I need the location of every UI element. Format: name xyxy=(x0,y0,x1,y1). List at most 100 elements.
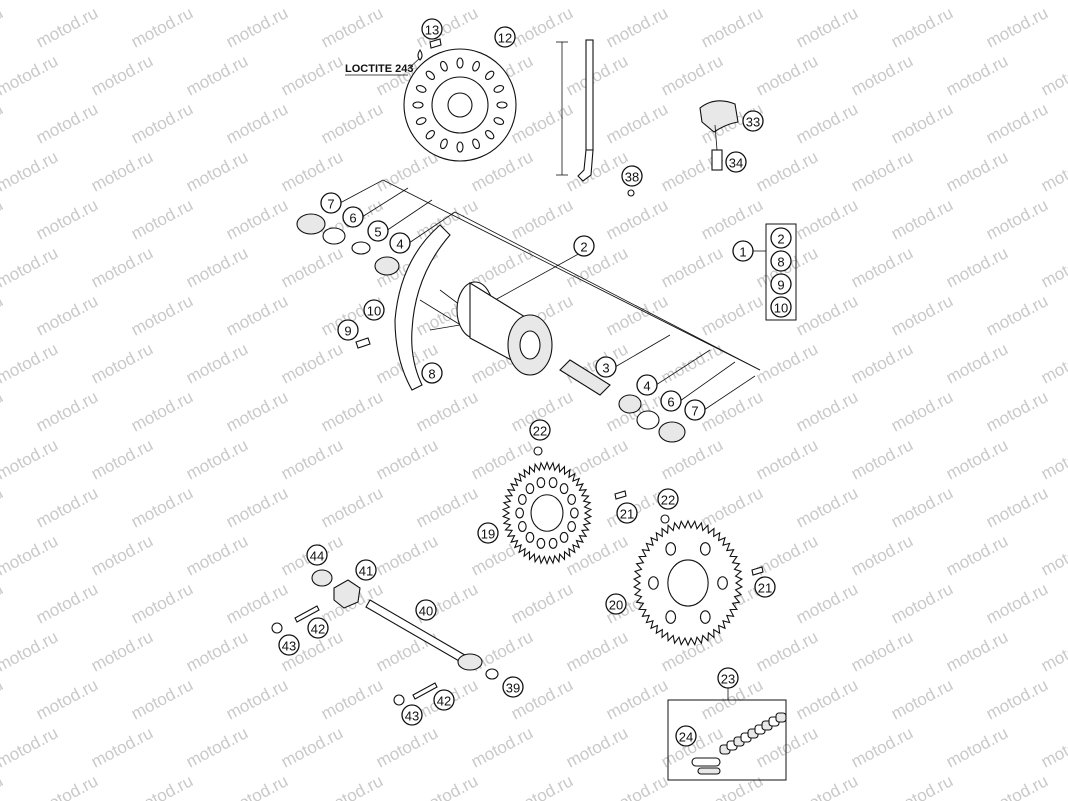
watermark-text: motod.ru xyxy=(33,771,101,801)
svg-text:43: 43 xyxy=(405,709,419,724)
callout-20: 20 xyxy=(605,593,627,615)
callout-41: 41 xyxy=(355,559,377,581)
svg-text:9: 9 xyxy=(777,278,784,293)
svg-text:10: 10 xyxy=(367,304,381,319)
watermark-text: motod.ru xyxy=(88,435,156,483)
watermark-text: motod.ru xyxy=(888,675,956,723)
watermark-text: motod.ru xyxy=(0,3,6,51)
loctite-leader xyxy=(407,57,421,70)
watermark-text: motod.ru xyxy=(888,771,956,801)
spacer-3 xyxy=(559,359,611,396)
watermark-text: motod.ru xyxy=(318,771,386,801)
watermark-text: motod.ru xyxy=(128,387,196,435)
svg-text:33: 33 xyxy=(746,115,760,130)
callout-42: 42 xyxy=(307,617,329,639)
watermark-text: motod.ru xyxy=(563,51,631,99)
watermark-text: motod.ru xyxy=(1038,0,1068,4)
watermark-text: motod.ru xyxy=(983,99,1051,147)
svg-text:13: 13 xyxy=(425,23,439,38)
watermark-text: motod.ru xyxy=(318,99,386,147)
watermark-text: motod.ru xyxy=(33,483,101,531)
watermark-text: motod.ru xyxy=(753,51,821,99)
chain-box xyxy=(667,699,787,781)
callout-22: 22 xyxy=(529,419,551,441)
watermark-text: motod.ru xyxy=(603,3,671,51)
callout-40: 40 xyxy=(415,599,437,621)
watermark-text: motod.ru xyxy=(278,147,346,195)
callout-8: 8 xyxy=(421,362,443,384)
watermark-text: motod.ru xyxy=(563,0,631,4)
rear-axle xyxy=(365,599,483,671)
svg-text:8: 8 xyxy=(777,255,784,270)
svg-text:22: 22 xyxy=(661,493,675,508)
watermark-text: motod.ru xyxy=(508,195,576,243)
watermark-text: motod.ru xyxy=(128,771,196,801)
locknut-43-bottom xyxy=(393,694,405,706)
watermark-text: motod.ru xyxy=(33,99,101,147)
watermark-text: motod.ru xyxy=(1038,339,1068,387)
watermark-text: motod.ru xyxy=(33,675,101,723)
watermark-text: motod.ru xyxy=(183,531,251,579)
watermark-text: motod.ru xyxy=(698,3,766,51)
watermark-text: motod.ru xyxy=(183,51,251,99)
watermark-text: motod.ru xyxy=(508,771,576,801)
watermark-text: motod.ru xyxy=(0,243,61,291)
watermark-text: motod.ru xyxy=(0,387,6,435)
watermark-text: motod.ru xyxy=(278,0,346,4)
watermark-text: motod.ru xyxy=(128,483,196,531)
watermark-text: motod.ru xyxy=(1038,627,1068,675)
watermark-text: motod.ru xyxy=(983,579,1051,627)
svg-text:3: 3 xyxy=(602,361,609,376)
watermark-text: motod.ru xyxy=(983,771,1051,801)
watermark-text: motod.ru xyxy=(0,579,6,627)
svg-text:12: 12 xyxy=(498,31,512,46)
watermark-text: motod.ru xyxy=(658,0,726,4)
kit-box xyxy=(765,223,797,321)
adjust-screw-42-top xyxy=(294,605,320,623)
watermark-text: motod.ru xyxy=(658,51,726,99)
watermark-text: motod.ru xyxy=(888,483,956,531)
callout-6: 6 xyxy=(660,390,682,412)
nipple-38 xyxy=(627,189,635,197)
svg-text:6: 6 xyxy=(667,395,674,410)
watermark-text: motod.ru xyxy=(793,99,861,147)
watermark-text: motod.ru xyxy=(278,51,346,99)
watermark-text: motod.ru xyxy=(88,147,156,195)
sprocket-bolt-21-right xyxy=(751,566,764,576)
drive-chain xyxy=(719,712,787,755)
loctite-note: LOCTITE 243 xyxy=(345,63,413,75)
watermark-text: motod.ru xyxy=(603,771,671,801)
master-link xyxy=(691,757,721,775)
loctite-drop-icon xyxy=(417,49,423,61)
seal-6-right xyxy=(636,410,660,430)
svg-text:2: 2 xyxy=(580,240,587,255)
watermark-text: motod.ru xyxy=(658,243,726,291)
sprocket-nut-22-left xyxy=(533,446,543,456)
watermark-text: motod.ru xyxy=(943,531,1011,579)
svg-text:43: 43 xyxy=(282,639,296,654)
watermark-text: motod.ru xyxy=(848,627,916,675)
watermark-text: motod.ru xyxy=(128,579,196,627)
watermark-text: motod.ru xyxy=(0,195,6,243)
svg-text:38: 38 xyxy=(625,170,639,185)
callout-34: 34 xyxy=(725,151,747,173)
callout-19: 19 xyxy=(477,522,499,544)
watermark-text: motod.ru xyxy=(603,99,671,147)
watermark-text: motod.ru xyxy=(88,51,156,99)
watermark-text: motod.ru xyxy=(88,339,156,387)
watermark-text: motod.ru xyxy=(943,51,1011,99)
seal-6-left xyxy=(322,227,346,245)
svg-text:9: 9 xyxy=(344,324,351,339)
watermark-text: motod.ru xyxy=(223,771,291,801)
watermark-text: motod.ru xyxy=(0,339,61,387)
watermark-text: motod.ru xyxy=(983,387,1051,435)
watermark-text: motod.ru xyxy=(888,579,956,627)
watermark-text: motod.ru xyxy=(278,243,346,291)
valve-cap xyxy=(699,100,739,171)
callout-5: 5 xyxy=(367,220,389,242)
svg-text:42: 42 xyxy=(437,694,451,709)
spoke-nipple-9 xyxy=(355,337,371,349)
watermark-text: motod.ru xyxy=(848,531,916,579)
svg-text:22: 22 xyxy=(533,424,547,439)
